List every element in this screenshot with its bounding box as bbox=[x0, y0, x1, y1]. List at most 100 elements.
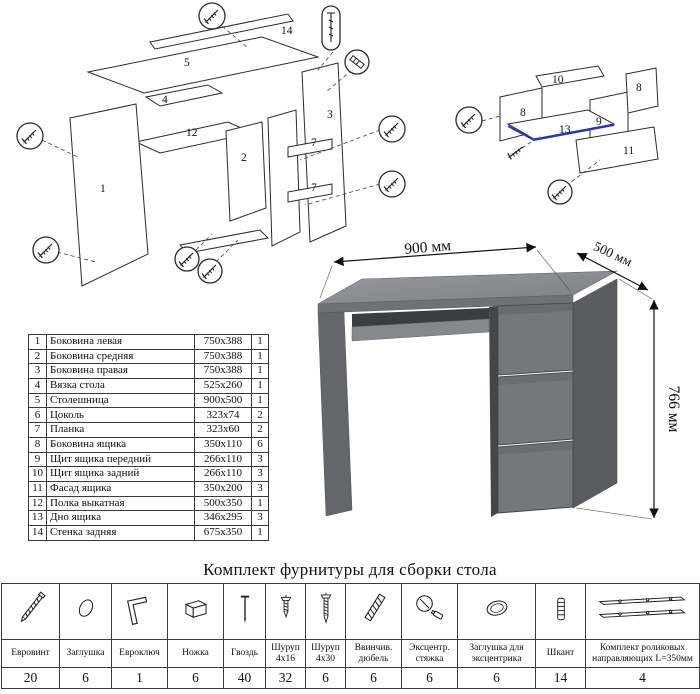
part-label: 8 bbox=[636, 82, 642, 94]
part-name: Боковина средняя bbox=[46, 348, 195, 365]
part-name: Боковина правая bbox=[46, 363, 195, 380]
hardware-qty: 6 bbox=[305, 667, 346, 689]
part-label: 7 bbox=[311, 137, 317, 149]
hex-key-icon bbox=[111, 583, 168, 640]
diagrams-scene: 14 5 4 12 2 1 3 7 7 10 8 9 bbox=[16, 2, 682, 520]
part-number: 3 bbox=[28, 363, 47, 380]
threaded-dowel-icon bbox=[345, 583, 402, 640]
part-size: 500x350 bbox=[194, 495, 252, 512]
part-size: 350x110 bbox=[194, 436, 252, 453]
part-qty: 3 bbox=[251, 480, 269, 497]
part-number: 12 bbox=[28, 495, 47, 512]
part-size: 675x350 bbox=[194, 524, 252, 541]
hardware-qty: 6 bbox=[457, 667, 536, 689]
dimension-width: 900 мм bbox=[404, 237, 452, 258]
part-number: 4 bbox=[28, 378, 47, 394]
part-qty: 1 bbox=[251, 348, 269, 365]
part-back-panel bbox=[149, 13, 294, 50]
hardware-label: Евроключ bbox=[111, 639, 168, 668]
hardware-icons-row bbox=[1, 583, 700, 640]
part-qty: 1 bbox=[251, 334, 269, 350]
part-size: 266x110 bbox=[194, 451, 252, 468]
part-qty: 1 bbox=[251, 495, 269, 512]
part-label: 12 bbox=[186, 127, 198, 139]
hardware-qty: 14 bbox=[535, 667, 586, 689]
hardware-kit-title: Комплект фурнитуры для сборки стола bbox=[203, 560, 497, 579]
hardware-label: Ножка bbox=[167, 639, 224, 668]
part-size: 350x200 bbox=[194, 480, 252, 497]
part-name: Боковина левая bbox=[46, 334, 195, 350]
cam-cap-icon bbox=[457, 583, 536, 640]
keyboard-tray bbox=[351, 318, 490, 342]
hardware-qty: 40 bbox=[223, 667, 266, 689]
part-name: Фасад ящика bbox=[46, 480, 195, 497]
part-number: 10 bbox=[28, 466, 47, 482]
dimension-height: 766 мм bbox=[665, 386, 682, 433]
part-label: 7 bbox=[311, 182, 317, 194]
part-label: 2 bbox=[241, 152, 247, 164]
hardware-table: Евровинт Заглушка Евроключ Ножка Гвоздь … bbox=[1, 583, 700, 689]
desk-3d-view bbox=[317, 270, 618, 517]
drawer-slides-icon bbox=[585, 583, 700, 640]
part-size: 900x500 bbox=[194, 392, 252, 409]
part-qty: 1 bbox=[251, 378, 269, 394]
hardware-label: Заглушка bbox=[59, 639, 112, 668]
part-qty: 6 bbox=[251, 436, 269, 453]
part-name: Стенка задняя bbox=[46, 524, 195, 541]
part-qty: 1 bbox=[251, 392, 269, 409]
part-size: 750x388 bbox=[194, 348, 252, 365]
part-qty: 2 bbox=[251, 422, 269, 438]
part-label: 5 bbox=[184, 57, 190, 69]
part-size: 750x388 bbox=[194, 334, 252, 350]
part-name: Боковина ящика bbox=[46, 436, 195, 453]
part-plank bbox=[287, 183, 333, 203]
part-size: 525x260 bbox=[194, 378, 252, 394]
hardware-qty-row: 20 6 1 6 40 32 6 6 6 6 14 4 bbox=[1, 667, 700, 689]
drawer-side bbox=[625, 67, 659, 114]
hardware-qty: 20 bbox=[1, 667, 60, 689]
part-number: 14 bbox=[28, 524, 47, 541]
part-label: 13 bbox=[559, 124, 571, 136]
part-number: 1 bbox=[28, 334, 47, 350]
hardware-label: Ввинчив. дюбель bbox=[345, 639, 402, 668]
part-label: 11 bbox=[623, 145, 634, 157]
part-size: 346x295 bbox=[194, 510, 252, 526]
part-number: 7 bbox=[28, 422, 47, 438]
hardware-qty: 32 bbox=[265, 667, 306, 689]
part-label: 1 bbox=[100, 183, 106, 195]
part-name: Щит ящика задний bbox=[46, 466, 195, 482]
drawer-front bbox=[497, 440, 574, 514]
cam-lock-icon bbox=[401, 583, 458, 640]
part-label: 9 bbox=[596, 116, 602, 128]
hardware-label: Эксцентр. стяжка bbox=[401, 639, 458, 668]
dimension-depth: 500 мм bbox=[591, 239, 635, 270]
part-qty: 3 bbox=[251, 466, 269, 482]
part-top bbox=[86, 36, 320, 94]
part-name: Щит ящика передний bbox=[46, 451, 195, 468]
part-label: 8 bbox=[520, 107, 526, 119]
hardware-qty: 6 bbox=[345, 667, 402, 689]
wood-dowel-icon bbox=[535, 583, 586, 640]
part-plank bbox=[287, 138, 333, 158]
part-number: 9 bbox=[28, 451, 47, 468]
hardware-qty: 6 bbox=[401, 667, 458, 689]
euro-screw-icon bbox=[1, 583, 60, 640]
exploded-diagram-drawer: 10 8 9 8 13 11 bbox=[455, 65, 659, 205]
hardware-callouts bbox=[16, 2, 406, 284]
part-name: Цоколь bbox=[46, 407, 195, 424]
hardware-label: Шуруп 4х30 bbox=[305, 639, 346, 668]
part-number: 8 bbox=[28, 436, 47, 453]
exploded-diagram-desk: 14 5 4 12 2 1 3 7 7 bbox=[16, 2, 406, 287]
nail-icon bbox=[223, 583, 266, 640]
hardware-qty: 1 bbox=[111, 667, 168, 689]
